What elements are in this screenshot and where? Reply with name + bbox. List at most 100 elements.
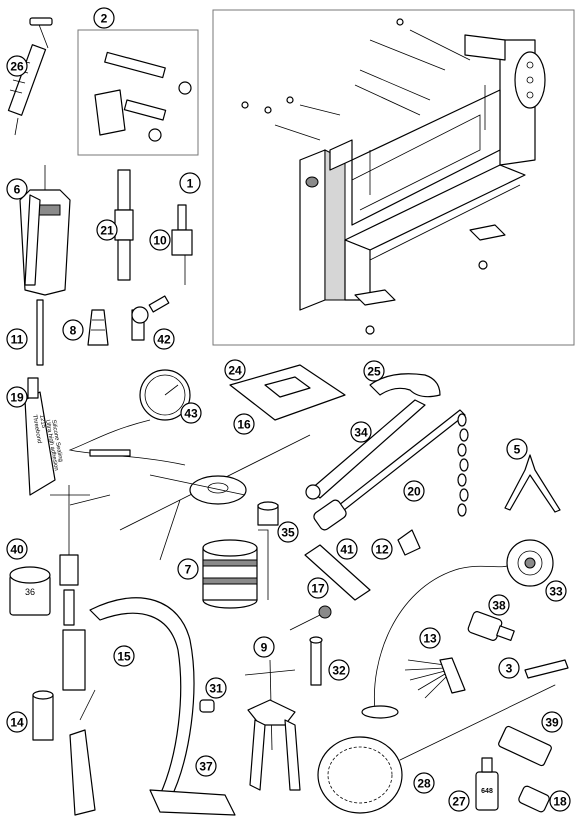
feeler-gauge — [404, 657, 466, 699]
callout-number: 12 — [375, 543, 389, 557]
callout-17: 17 — [307, 577, 329, 599]
pressure-gauge — [68, 369, 191, 466]
callout-circle — [336, 538, 358, 560]
callout-circle — [205, 677, 227, 699]
callout-circle — [419, 627, 441, 649]
callout-5: 5 — [506, 438, 528, 460]
callout-number: 1 — [187, 177, 194, 191]
callout-number: 14 — [10, 716, 24, 730]
callout-circle — [177, 558, 199, 580]
tool-16-puller — [69, 434, 311, 561]
callout-number: 35 — [281, 526, 295, 540]
callout-number: 9 — [261, 641, 268, 655]
callout-number: 25 — [367, 365, 381, 379]
callout-number: 2 — [101, 12, 108, 26]
callout-circle — [549, 790, 571, 812]
callout-circle — [62, 319, 84, 341]
callout-circle — [541, 711, 563, 733]
tube-label-brand: Threebond — [31, 414, 42, 444]
callout-27: 27 — [448, 790, 470, 812]
callout-20: 20 — [403, 480, 425, 502]
callout-circle — [180, 402, 202, 424]
callout-circle — [6, 328, 28, 350]
bottle-label: 648 — [481, 788, 493, 795]
callout-3: 3 — [498, 657, 520, 679]
callout-number: 34 — [354, 426, 368, 440]
callout-number: 20 — [407, 485, 421, 499]
tool-35 — [257, 501, 279, 526]
callout-number: 31 — [209, 682, 223, 696]
callout-number: 19 — [10, 391, 24, 405]
callout-28: 28 — [413, 772, 435, 794]
callout-13: 13 — [419, 627, 441, 649]
grease-syringe — [7, 17, 53, 136]
circlip-pliers — [504, 454, 561, 513]
callout-number: 24 — [228, 364, 242, 378]
callout-circle — [371, 538, 393, 560]
callout-circle — [149, 229, 171, 251]
tool-32 — [309, 636, 323, 686]
callout-circle — [6, 55, 28, 77]
tool-2-bolts — [94, 51, 192, 142]
tool-37-plate — [149, 789, 236, 816]
callout-circle — [488, 594, 510, 616]
callout-number: 17 — [311, 582, 325, 596]
callout-43: 43 — [180, 402, 202, 424]
callout-19: 19 — [6, 386, 28, 408]
engine-stand-frame-box — [212, 9, 575, 346]
callout-37: 37 — [195, 755, 217, 777]
tool-41 — [304, 544, 371, 601]
callout-15: 15 — [113, 645, 135, 667]
callout-7: 7 — [177, 558, 199, 580]
callout-circle — [350, 421, 372, 443]
puller-tool-6 — [19, 165, 71, 296]
callout-circle — [277, 521, 299, 543]
callout-circle — [328, 659, 350, 681]
callout-42: 42 — [153, 328, 175, 350]
callout-circle — [506, 438, 528, 460]
callout-number: 41 — [340, 543, 354, 557]
tool-18 — [518, 785, 550, 813]
callout-12: 12 — [371, 538, 393, 560]
callout-number: 26 — [10, 60, 24, 74]
tool-38 — [467, 611, 515, 642]
tool-25-clip — [369, 373, 441, 398]
socket-size-label: 36 — [25, 587, 35, 597]
callout-circle — [195, 755, 217, 777]
puller-tool-9 — [244, 659, 301, 791]
callout-circle — [153, 328, 175, 350]
tool-39 — [498, 725, 552, 767]
callout-18: 18 — [549, 790, 571, 812]
callout-circle — [6, 386, 28, 408]
callout-number: 6 — [14, 183, 21, 197]
sealant-tube: Threebond 1215 Ultra high adhesion Silic… — [24, 377, 63, 496]
callout-number: 42 — [157, 333, 171, 347]
callout-circle — [233, 413, 255, 435]
callout-number: 39 — [545, 716, 559, 730]
tool-34-lever — [305, 399, 426, 500]
callout-25: 25 — [363, 360, 385, 382]
callout-number: 37 — [199, 760, 213, 774]
callout-circle — [6, 178, 28, 200]
tool-8 — [87, 309, 109, 346]
callout-circle — [363, 360, 385, 382]
callout-circle — [253, 636, 275, 658]
tool-2-frame-box — [77, 29, 199, 156]
callout-number: 7 — [185, 563, 192, 577]
callout-8: 8 — [62, 319, 84, 341]
callout-circle — [6, 711, 28, 733]
callout-number: 11 — [11, 333, 24, 347]
callout-1: 1 — [179, 172, 201, 194]
callout-circle — [224, 359, 246, 381]
callout-number: 15 — [117, 650, 131, 664]
tool-31 — [199, 699, 215, 713]
engine-stand — [241, 18, 546, 335]
callout-number: 5 — [514, 443, 521, 457]
callout-24: 24 — [224, 359, 246, 381]
callout-circle — [545, 580, 567, 602]
callout-41: 41 — [336, 538, 358, 560]
callout-9: 9 — [253, 636, 275, 658]
callout-39: 39 — [541, 711, 563, 733]
callout-38: 38 — [488, 594, 510, 616]
